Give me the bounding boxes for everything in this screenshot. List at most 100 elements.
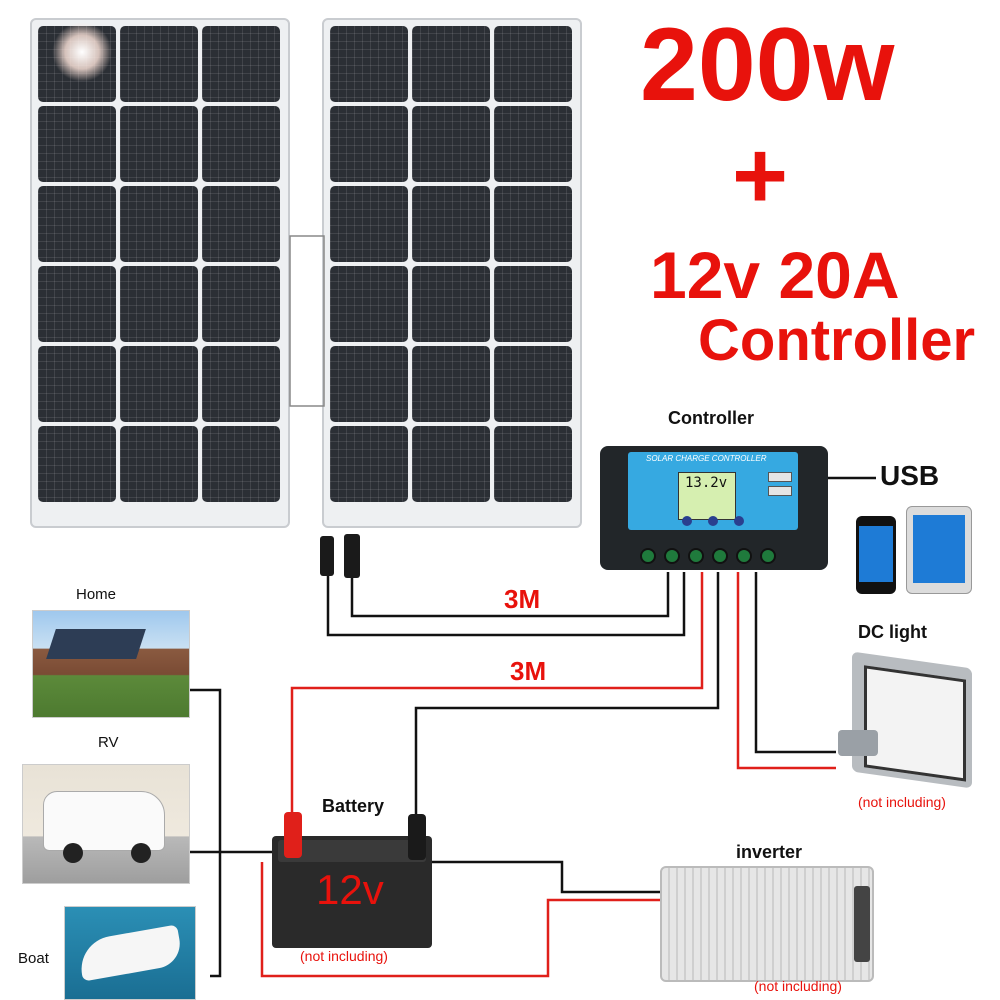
wire-panel-black-2 xyxy=(350,572,670,618)
headline-spec: 12v 20A xyxy=(650,238,900,312)
boat-hull xyxy=(76,924,184,982)
dc-light-icon xyxy=(852,651,972,789)
solar-panel-right-cell xyxy=(412,186,490,262)
solar-panel-left-cell xyxy=(202,266,280,342)
solar-panel-left-cell xyxy=(120,106,198,182)
controller-button-1 xyxy=(682,516,692,526)
solar-panel-left-cell xyxy=(120,266,198,342)
solar-panel-right-cell xyxy=(412,426,490,502)
sun-glare xyxy=(52,22,112,82)
boat-label: Boat xyxy=(18,950,49,967)
controller-label: Controller xyxy=(668,408,755,428)
solar-panel-right-cell xyxy=(412,106,490,182)
solar-panel-left-cell xyxy=(38,186,116,262)
controller-face-title: SOLAR CHARGE CONTROLLER xyxy=(646,454,767,463)
wire-battery-black xyxy=(414,572,720,818)
mc4-connector-2 xyxy=(344,534,360,578)
controller-lcd-value: 13.2v xyxy=(685,475,728,491)
solar-panel-right-cell xyxy=(330,266,408,342)
solar-panel-left-cell xyxy=(120,186,198,262)
headline-controller: Controller xyxy=(698,308,976,373)
wire-battery-red xyxy=(290,572,704,815)
dc-light-not-including: (not including) xyxy=(858,794,946,810)
solar-panel-right-cell xyxy=(494,26,572,102)
controller-button-3 xyxy=(734,516,744,526)
rv-label: RV xyxy=(98,734,119,751)
solar-panel-right-cell xyxy=(330,426,408,502)
solar-panel-left-cell xyxy=(38,106,116,182)
solar-panel-right-cell xyxy=(494,186,572,262)
terminal-4 xyxy=(712,548,728,564)
controller-button-2 xyxy=(708,516,718,526)
terminal-6 xyxy=(760,548,776,564)
usb-port-1 xyxy=(768,472,792,482)
wire-load-red xyxy=(736,572,836,770)
solar-panel-left-cell xyxy=(202,106,280,182)
solar-panel-right-cell xyxy=(330,26,408,102)
solar-panel-left-cell xyxy=(202,186,280,262)
solar-panel-left-cell xyxy=(38,266,116,342)
panel-junction-cables xyxy=(289,235,325,407)
solar-panel-right-cell xyxy=(330,186,408,262)
solar-panel-left-cell xyxy=(120,26,198,102)
solar-panel-left-cell xyxy=(38,426,116,502)
usb-port-2 xyxy=(768,486,792,496)
inverter-end-cap xyxy=(854,886,870,962)
battery-clip-red xyxy=(284,812,302,858)
controller-face: SOLAR CHARGE CONTROLLER 13.2v xyxy=(628,452,798,530)
dc-light-lens xyxy=(864,665,966,782)
solar-charge-controller: SOLAR CHARGE CONTROLLER 13.2v xyxy=(600,446,828,570)
headline-plus: + xyxy=(732,122,789,229)
solar-panel-right-cell xyxy=(330,106,408,182)
boat-photo xyxy=(64,906,196,1000)
solar-panel-right-cell xyxy=(494,346,572,422)
battery-voltage-text: 12v xyxy=(316,866,384,913)
wire-inverter-black xyxy=(432,860,660,894)
wire-applications xyxy=(190,688,272,978)
phone-icon xyxy=(856,516,896,594)
home-label: Home xyxy=(76,586,117,603)
home-photo xyxy=(32,610,190,718)
mc4-connector-1 xyxy=(320,536,334,576)
battery-clip-black xyxy=(408,814,426,860)
dc-light-label: DC light xyxy=(858,622,927,642)
terminal-2 xyxy=(664,548,680,564)
rv-photo xyxy=(22,764,190,884)
dc-light-bracket xyxy=(838,730,878,756)
solar-panel-right-cell xyxy=(494,426,572,502)
tablet-icon xyxy=(906,506,972,594)
solar-panel-left-cell xyxy=(38,346,116,422)
controller-lcd: 13.2v xyxy=(678,472,736,520)
battery-label: Battery xyxy=(322,796,385,816)
wire-panel-black-1 xyxy=(326,548,686,637)
solar-panel-left-cell xyxy=(202,346,280,422)
solar-panel-left-cell xyxy=(202,26,280,102)
battery-not-including: (not including) xyxy=(300,948,388,964)
headline-power: 200w xyxy=(640,7,895,123)
rv-wheel-1 xyxy=(63,843,83,863)
solar-panel-right-cell xyxy=(412,346,490,422)
solar-panel-left-cell xyxy=(202,426,280,502)
solar-panel-right-cell xyxy=(494,266,572,342)
solar-panel-left-cell xyxy=(120,346,198,422)
terminal-3 xyxy=(688,548,704,564)
wire-load-black xyxy=(754,572,836,754)
rv-body xyxy=(43,791,165,851)
inverter-not-including: (not including) xyxy=(754,978,842,994)
terminal-1 xyxy=(640,548,656,564)
usb-label: USB xyxy=(880,460,940,491)
tablet-screen xyxy=(913,515,965,583)
solar-panel-right-cell xyxy=(494,106,572,182)
cable-length-label-2: 3M xyxy=(510,656,547,686)
solar-panel-right-cell xyxy=(412,26,490,102)
wire-inverter-red xyxy=(260,862,660,978)
home-roof-solar xyxy=(46,629,146,659)
cable-length-label-1: 3M xyxy=(504,584,541,614)
inverter-icon xyxy=(660,866,874,982)
battery-top-lid xyxy=(278,840,426,862)
phone-screen xyxy=(859,526,893,582)
solar-panel-right-cell xyxy=(330,346,408,422)
solar-panel-left-cell xyxy=(120,426,198,502)
solar-panel-right-cell xyxy=(412,266,490,342)
